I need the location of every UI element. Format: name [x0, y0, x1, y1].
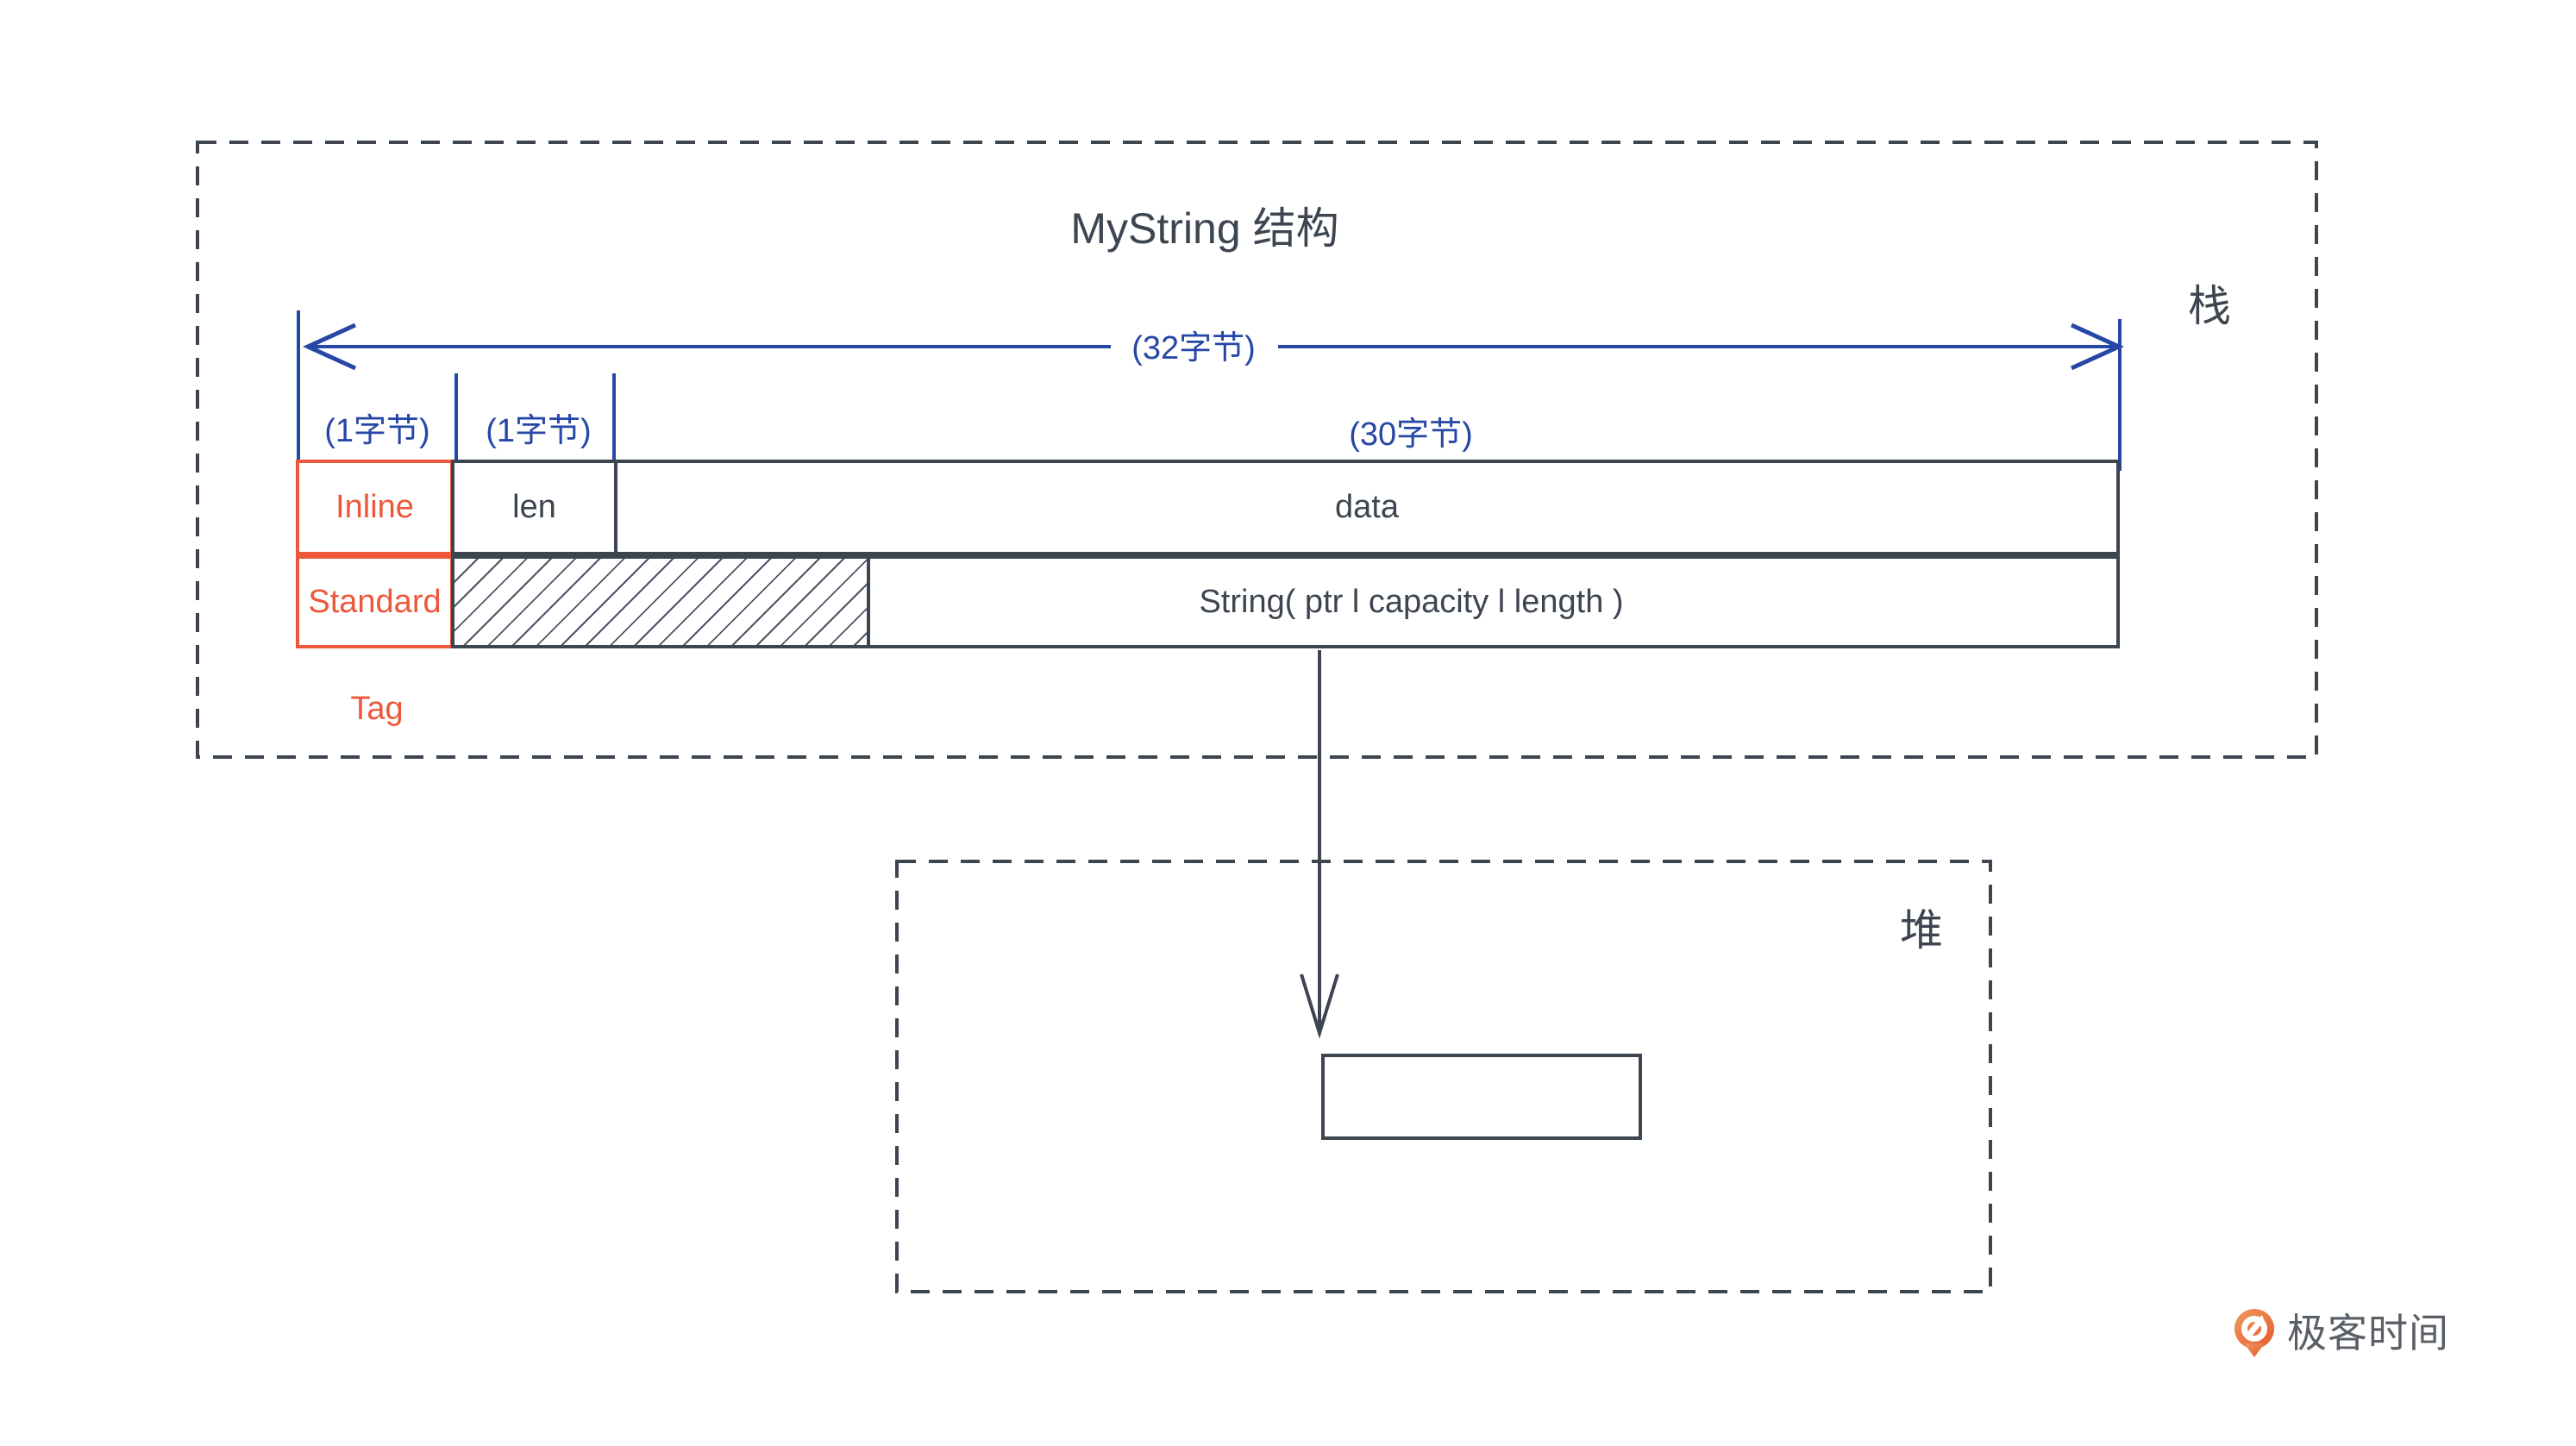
cell-inline-tag: Inline	[296, 460, 454, 555]
brand-logo: 极客时间	[2232, 1308, 2449, 1358]
arrowhead-down-icon	[1300, 973, 1339, 1039]
pointer-arrow	[1300, 650, 1339, 1039]
cell-standard-tag: Standard	[296, 555, 454, 648]
stack-region-label: 栈	[2188, 282, 2231, 330]
arrowhead-left-icon	[302, 322, 357, 371]
cell-standard-payload: String( ptr l capacity l length )	[867, 555, 2120, 648]
geektime-pin-icon	[2234, 1309, 2274, 1357]
tag-byte-label: (1字节)	[324, 413, 430, 449]
cell-inline-data: data	[614, 460, 2120, 555]
total-width-label: (32字节)	[1131, 330, 1256, 366]
heap-region-label: 堆	[1900, 906, 1943, 955]
len-byte-label: (1字节)	[486, 413, 592, 449]
data-byte-label: (30字节)	[1349, 416, 1473, 453]
cell-inline-len: len	[451, 460, 617, 555]
heap-allocation-box	[1321, 1054, 1642, 1140]
tag-column-label: Tag	[350, 691, 404, 727]
cell-standard-unused-hatch	[451, 555, 870, 648]
diagram-title: MyString 结构	[1070, 204, 1339, 253]
brand-name: 极客时间	[2287, 1311, 2449, 1355]
arrowhead-right-icon	[2070, 322, 2125, 371]
